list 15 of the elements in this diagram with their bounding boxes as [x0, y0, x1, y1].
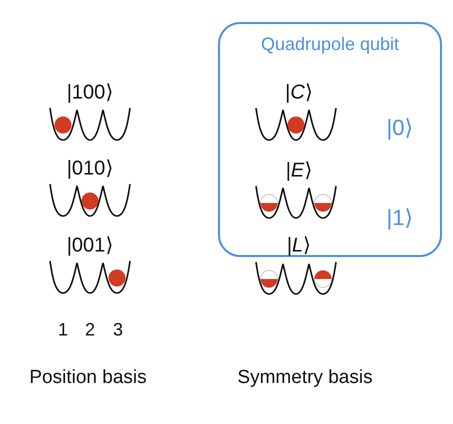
column-caption: Position basis	[29, 367, 147, 389]
qubit-state-label: |0⟩	[386, 115, 414, 141]
state-label: |C⟩	[285, 80, 313, 104]
rounded-box	[218, 22, 442, 257]
well-number: 3	[113, 320, 123, 340]
well-number: 1	[58, 320, 68, 340]
column-caption: Symmetry basis	[237, 367, 373, 389]
state-label: |010⟩	[66, 156, 114, 180]
box-heading: Quadrupole qubit	[260, 34, 400, 55]
well-number: 2	[85, 320, 95, 340]
state-label: |L⟩	[286, 234, 312, 258]
state-label: |001⟩	[66, 234, 114, 258]
state-label: |E⟩	[286, 158, 312, 182]
qubit-state-label: |1⟩	[386, 205, 414, 231]
state-label: |100⟩	[66, 80, 114, 104]
